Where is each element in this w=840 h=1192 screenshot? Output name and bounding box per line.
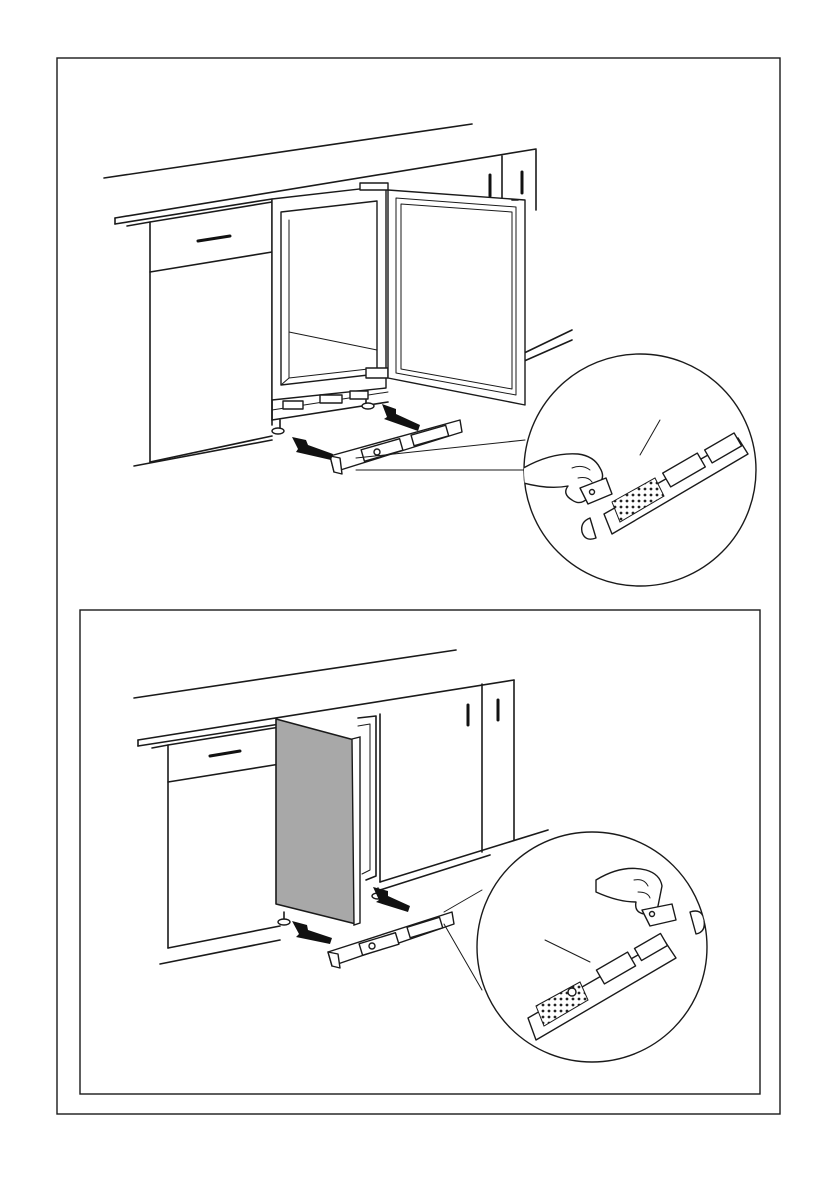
foot-left <box>272 428 284 434</box>
left-cabinet <box>127 200 272 466</box>
magnifier-callout-icon-2 <box>477 832 707 1062</box>
left-cabinet-2 <box>152 727 280 964</box>
open-door <box>388 190 525 405</box>
appliance-interior <box>272 183 388 434</box>
panel-open-door <box>104 124 756 586</box>
drawer-handle <box>198 236 230 241</box>
magnifier-callout-icon <box>520 354 756 586</box>
top-hinge <box>360 183 388 190</box>
foot-right <box>362 403 374 409</box>
ventilation-grille <box>330 420 462 474</box>
bottom-hinge <box>366 368 388 378</box>
furniture-door-panel <box>276 719 360 925</box>
drawer-handle-2 <box>210 751 240 756</box>
panel-closed-door <box>134 650 707 1062</box>
